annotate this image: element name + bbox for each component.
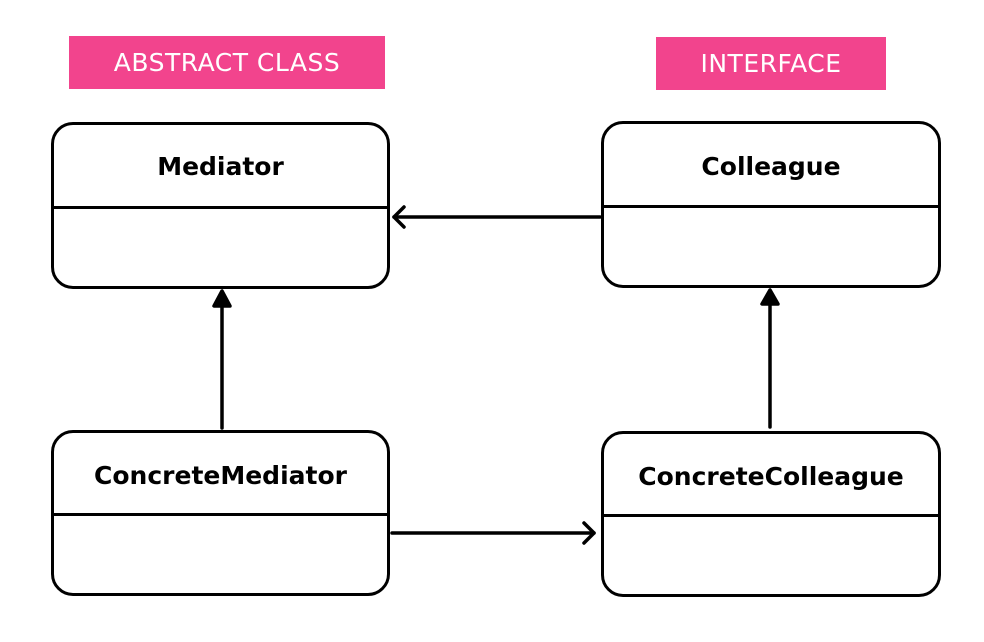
concrete-mediator-class-name: ConcreteMediator	[94, 460, 347, 490]
mediator-class-name: Mediator	[157, 151, 284, 181]
concrete-colleague-class-box: ConcreteColleague	[601, 431, 941, 597]
mediator-divider	[54, 206, 387, 209]
concrete-mediator-divider	[54, 513, 387, 516]
concrete-colleague-class-name: ConcreteColleague	[638, 461, 904, 491]
concrete-mediator-class-box: ConcreteMediator	[51, 430, 390, 596]
mediator-class-box: Mediator	[51, 122, 390, 289]
colleague-divider	[604, 205, 938, 208]
colleague-to-mediator-arrow-head	[392, 205, 406, 229]
concrete-colleague-to-colleague-arrow-head	[760, 288, 780, 306]
concrete-mediator-to-concrete-colleague-arrow-head	[582, 521, 596, 545]
concrete-mediator-to-mediator-arrow-head	[212, 289, 232, 308]
interface-tag: INTERFACE	[656, 37, 886, 90]
colleague-class-name: Colleague	[701, 151, 841, 181]
abstract-class-tag: ABSTRACT CLASS	[69, 36, 385, 89]
colleague-class-box: Colleague	[601, 121, 941, 288]
concrete-colleague-divider	[604, 514, 938, 517]
